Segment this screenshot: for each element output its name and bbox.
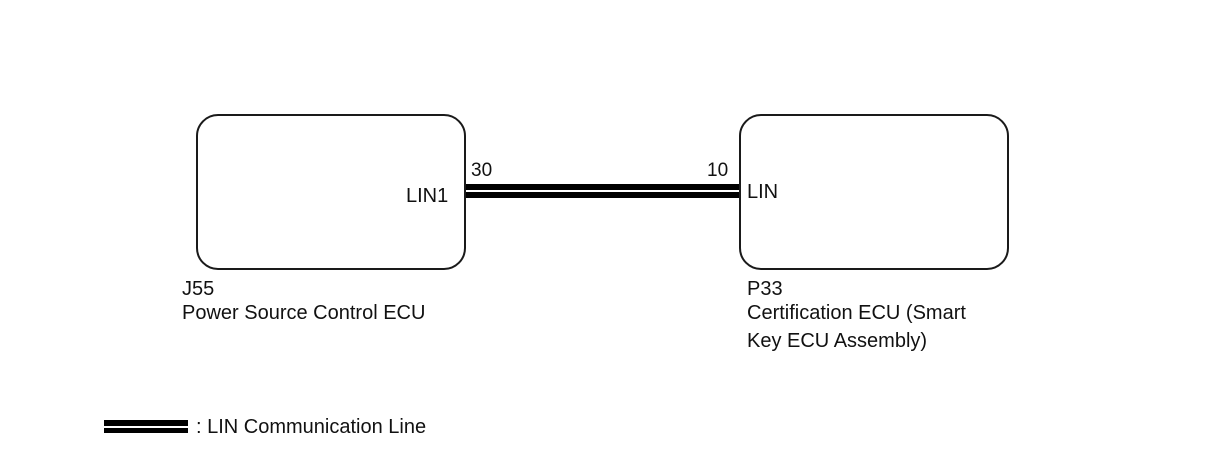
right-ecu-name-line2: Key ECU Assembly) [747, 330, 928, 352]
left-terminal-label: LIN1 [406, 185, 449, 207]
certification-ecu-box [739, 114, 1009, 270]
right-ecu-name-line1: Certification ECU (Smart [747, 302, 966, 324]
legend-line-swatch [104, 420, 188, 433]
legend-label: : LIN Communication Line [196, 416, 427, 438]
power-source-control-ecu-box [196, 114, 466, 270]
left-pin-number: 30 [471, 160, 493, 181]
left-ecu-name: Power Source Control ECU [182, 302, 426, 324]
lin-communication-wire [466, 184, 739, 198]
right-pin-number: 10 [707, 160, 729, 181]
left-connector-code: J55 [182, 278, 215, 300]
right-terminal-label: LIN [747, 181, 779, 203]
right-connector-code: P33 [747, 278, 783, 300]
